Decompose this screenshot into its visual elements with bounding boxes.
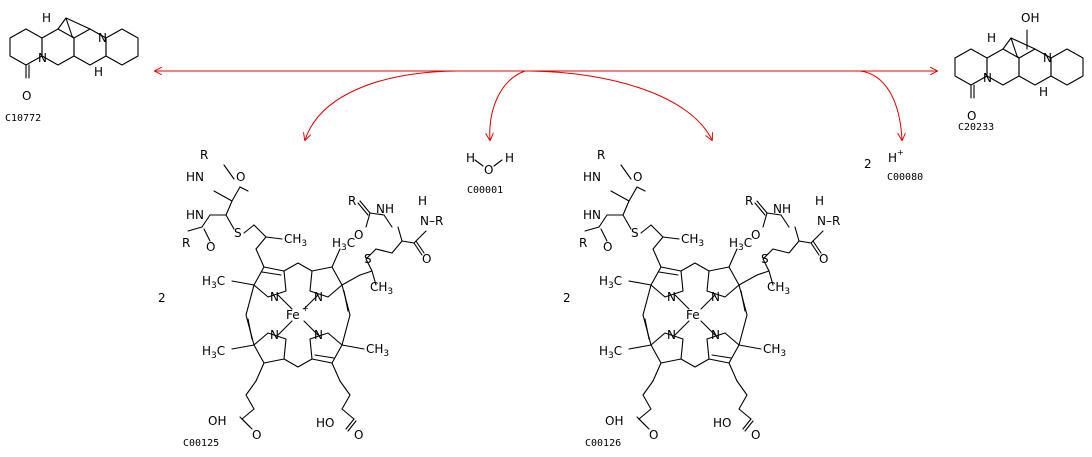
- product-right-structure: OH N N O H H: [954, 11, 1084, 123]
- heme-ferrous-fe: Fe: [686, 308, 700, 322]
- heme-ferrous-h3c-left: H3C: [599, 274, 622, 291]
- arrow-to-water: [490, 70, 526, 140]
- heme-ferric-r-top: R: [200, 148, 208, 162]
- heme-ferric-oh-left: OH: [208, 414, 226, 428]
- heme-ferric-n2: N: [314, 290, 323, 304]
- arrow-to-proton: [859, 70, 902, 140]
- substrate-left-n2-atom: N: [98, 31, 107, 45]
- heme-ferrous-ch3-left-top: CH3: [681, 232, 704, 249]
- heme-ferrous-r-right: R: [745, 194, 753, 208]
- heme-ferrous-o-left2: O: [603, 240, 612, 254]
- heme-ferric-charge: +: [302, 304, 309, 313]
- product-right-code: C20233: [958, 122, 994, 133]
- heme-ferrous-ch3-right: CH3: [767, 280, 790, 297]
- substrate-left-structure: N N O H H: [9, 11, 139, 103]
- heme-ferric-r-right: R: [348, 194, 356, 208]
- proton-code: C00080: [887, 172, 923, 183]
- heme-ferrous-ch3-bottom-right: CH3: [763, 342, 786, 359]
- substrate-left-code: C10772: [5, 113, 41, 124]
- product-right-oh-atom: OH: [1021, 11, 1039, 25]
- proton-h-atom: H: [888, 151, 897, 165]
- product-right-h1-atom: H: [987, 31, 996, 45]
- heme-ferric-ch3-left-top: CH3: [284, 232, 307, 249]
- arrow-to-heme-ferric: [305, 70, 457, 140]
- heme-ferric-fe: Fe: [286, 308, 300, 322]
- heme-ferric-o-left: O: [252, 428, 261, 442]
- heme-ferric-n3: N: [314, 328, 323, 342]
- heme-ferric-n-mid: HN: [186, 208, 204, 222]
- heme-ferrous-o-top: O: [633, 170, 642, 184]
- product-right-n2-atom: N: [1043, 51, 1052, 65]
- heme-ferrous-n-top: HN: [583, 170, 601, 184]
- heme-ferric-coefficient: 2: [158, 291, 166, 305]
- arrow-from-water-to-heme-ferrous: [529, 70, 712, 140]
- heme-ferrous-nr-right: N–R: [817, 214, 840, 228]
- heme-ferrous-code: C00126: [585, 438, 621, 449]
- heme-ferric-code: C00125: [183, 438, 219, 449]
- substrate-left-h1-atom: H: [42, 11, 51, 25]
- water-h-right: H: [505, 151, 514, 165]
- heme-ferrous-o-right3: O: [819, 252, 828, 266]
- heme-ferrous-h-right: H: [815, 194, 824, 208]
- water-structure: H O H: [466, 151, 514, 177]
- heme-ferric-structure: Fe + N N N N S S CH3 H3C CH3 H3C H3C CH3…: [182, 148, 443, 442]
- heme-ferrous-n3: N: [711, 328, 720, 342]
- heme-ferric-o-top: O: [236, 170, 245, 184]
- heme-ferric-n-right: NH: [376, 202, 394, 216]
- heme-ferrous-o-right: O: [751, 428, 760, 442]
- heme-ferrous-o-left: O: [649, 428, 658, 442]
- proton-charge: +: [897, 148, 904, 157]
- heme-ferrous-s-left: S: [631, 226, 639, 240]
- heme-ferric-ch3-bottom-right: CH3: [366, 342, 389, 359]
- heme-ferrous-n-right: NH: [773, 202, 791, 216]
- heme-ferric-o-right2: O: [354, 228, 363, 242]
- heme-ferric-h-right: H: [418, 194, 427, 208]
- proton-coefficient: 2: [864, 157, 872, 171]
- heme-ferric-n-top: HN: [186, 170, 204, 184]
- water-h-left: H: [466, 151, 475, 165]
- heme-ferric-h3c-left: H3C: [202, 274, 225, 291]
- heme-ferrous-structure: Fe N N N N S S CH3 H3C CH3 H3C H3C CH3 O…: [579, 148, 840, 442]
- heme-ferric-h3c-bottom-left: H3C: [202, 344, 225, 361]
- heme-ferrous-n1: N: [667, 290, 676, 304]
- heme-ferrous-n-mid: HN: [583, 208, 601, 222]
- heme-ferric-r-left: R: [182, 236, 190, 250]
- heme-ferrous-oh-left: OH: [605, 414, 623, 428]
- heme-ferric-s-left: S: [234, 226, 242, 240]
- heme-ferric-h3c-top: H3C: [332, 236, 355, 253]
- heme-ferrous-h3c-bottom-left: H3C: [599, 344, 622, 361]
- heme-ferrous-coefficient: 2: [563, 291, 571, 305]
- heme-ferrous-ho-right: HO: [713, 416, 731, 430]
- heme-ferrous-r-left: R: [579, 236, 587, 250]
- product-right-o-atom: O: [967, 109, 976, 123]
- heme-ferric-n4: N: [270, 328, 279, 342]
- heme-ferric-s-right: S: [364, 252, 372, 266]
- heme-ferric-ho-right: HO: [316, 416, 334, 430]
- reaction-arrows: [155, 71, 937, 140]
- heme-ferric-o-right: O: [354, 428, 363, 442]
- water-code: C00001: [467, 185, 503, 196]
- substrate-left-n-atom: N: [38, 51, 47, 65]
- heme-ferric-o-right3: O: [422, 252, 431, 266]
- substrate-left-o-atom: O: [22, 89, 31, 103]
- heme-ferrous-r-top: R: [597, 148, 605, 162]
- heme-ferrous-n2: N: [711, 290, 720, 304]
- heme-ferrous-n4: N: [667, 328, 676, 342]
- heme-ferrous-s-right: S: [761, 252, 769, 266]
- heme-ferric-ch3-right: CH3: [370, 280, 393, 297]
- heme-ferric-nr-right: N–R: [420, 214, 443, 228]
- water-o-atom: O: [484, 163, 493, 177]
- heme-ferric-n1: N: [270, 290, 279, 304]
- heme-ferrous-h3c-top: H3C: [729, 236, 752, 253]
- heme-ferrous-o-right2: O: [751, 228, 760, 242]
- product-right-h2-atom: H: [1039, 85, 1048, 99]
- heme-ferric-o-left2: O: [206, 240, 215, 254]
- substrate-left-h2-atom: H: [94, 65, 103, 79]
- product-right-n-atom: N: [983, 71, 992, 85]
